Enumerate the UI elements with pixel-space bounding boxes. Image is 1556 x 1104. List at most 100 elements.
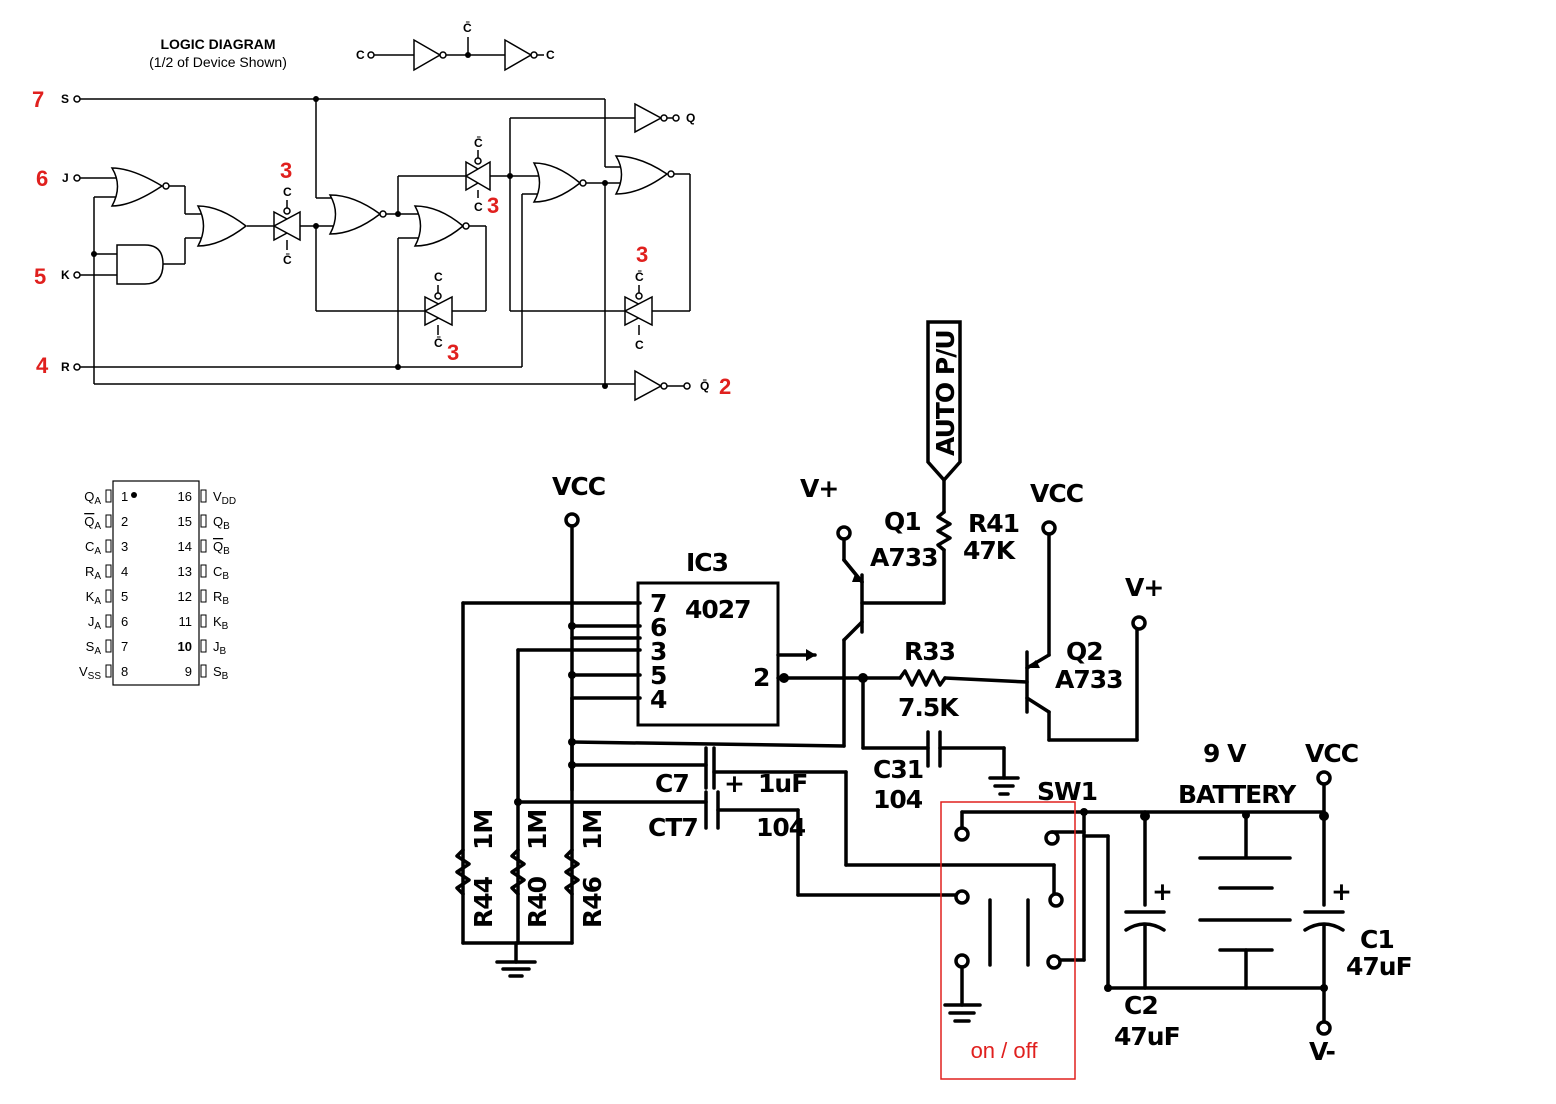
pin-lead-1 xyxy=(105,489,112,503)
pin-number-1: 1 xyxy=(121,489,128,504)
svg-text:C: C xyxy=(283,185,292,199)
pin-mark-7: 7 xyxy=(32,87,44,112)
r33-value: 7.5K xyxy=(898,693,960,722)
transmission-gate-2: C̄ C 3 xyxy=(464,136,499,218)
ic3-label: IC3 xyxy=(686,548,728,577)
pin-mark-3a: 3 xyxy=(280,158,292,183)
pin-sub: B xyxy=(222,621,229,632)
pin-name: Q xyxy=(84,489,94,504)
q2-label: Q2 xyxy=(1066,637,1103,666)
clock-buffer-chain: C C̄ C xyxy=(356,21,555,72)
svg-text:C̄: C̄ xyxy=(635,270,644,284)
c7-label: C7 xyxy=(655,769,689,798)
c2-label: C2 xyxy=(1124,991,1158,1020)
pin-label-12: RB xyxy=(213,589,229,607)
pin-number-3: 3 xyxy=(121,539,128,554)
pin-lead-15 xyxy=(200,514,207,528)
pin-name: Q xyxy=(213,514,223,529)
r46-value: 1M xyxy=(578,810,607,850)
and-gate-k xyxy=(116,244,164,285)
pin-sub: A xyxy=(94,621,101,632)
pin-label-1: QA xyxy=(84,489,101,507)
ic3-pin-4: 4 xyxy=(650,685,667,714)
pin-name: Q xyxy=(213,539,223,554)
pin-mark-6: 6 xyxy=(36,166,48,191)
output-q-label: Q xyxy=(686,111,695,125)
q1-part: A733 xyxy=(870,543,938,572)
pin-lead-14 xyxy=(200,539,207,553)
vplus2-label: V+ xyxy=(1125,573,1163,602)
c2-value: 47uF xyxy=(1114,1022,1180,1051)
pin-name: K xyxy=(213,614,222,629)
pin-label-7: SA xyxy=(86,639,102,657)
r44-value: 1M xyxy=(469,810,498,850)
q1-transistor: Q1 A733 xyxy=(842,507,939,642)
output-buffer-qbar: Q̄ 2 xyxy=(634,369,731,402)
pin-sub: A xyxy=(94,571,101,582)
pin-sub: DD xyxy=(222,496,236,507)
ic3-pin-5: 5 xyxy=(650,661,666,690)
on-off-label: on / off xyxy=(971,1038,1039,1063)
pin-label-11: KB xyxy=(213,614,229,632)
auto-pu-label: AUTO P/U xyxy=(931,330,960,456)
ct7-label: CT7 xyxy=(648,813,698,842)
svg-text:C̄: C̄ xyxy=(283,253,292,267)
pin-lead-12 xyxy=(200,589,207,603)
pin-label-15: QB xyxy=(213,514,230,532)
pin-sub: A xyxy=(94,546,101,557)
clock-out-label: C xyxy=(546,48,555,62)
logic-diagram: LOGIC DIAGRAM (1/2 of Device Shown) C C̄… xyxy=(32,21,731,402)
nor-gate-slave-b xyxy=(614,155,675,195)
output-buffer-q: Q xyxy=(634,102,695,134)
pin-number-6: 6 xyxy=(121,614,128,629)
vcc2-label: VCC xyxy=(1030,479,1083,508)
c31-value: 104 xyxy=(873,785,923,814)
pin-name: S xyxy=(213,664,222,679)
pin-label-5: KA xyxy=(86,589,102,607)
pin-name: K xyxy=(86,589,95,604)
pin-number-14: 14 xyxy=(178,539,192,554)
svg-text:C: C xyxy=(474,200,483,214)
auto-pu-probe: AUTO P/U xyxy=(926,320,962,514)
svg-text:C̄: C̄ xyxy=(434,336,443,350)
ic3-pin-3: 3 xyxy=(650,637,666,666)
nor-gate-master-a xyxy=(328,194,387,235)
pin-lead-6 xyxy=(105,614,112,628)
pin-lead-10 xyxy=(200,639,207,653)
pin-mark-4: 4 xyxy=(36,353,49,378)
pin-label-14: QB xyxy=(213,539,230,557)
pin-name: Q xyxy=(84,514,94,529)
battery-voltage: 9 V xyxy=(1203,739,1247,768)
on-off-highlight-box xyxy=(940,801,1076,1080)
pin-label-3: CA xyxy=(85,539,101,557)
pin-number-7: 7 xyxy=(121,639,128,654)
sw1-switch[interactable]: SW1 xyxy=(943,777,1147,1023)
battery-label: BATTERY xyxy=(1178,780,1297,809)
pin-sub: B xyxy=(220,646,227,657)
pin-mark-5: 5 xyxy=(34,264,46,289)
pin-number-4: 4 xyxy=(121,564,128,579)
nor-gate-j xyxy=(110,167,170,207)
c2-plus: + xyxy=(1152,877,1172,906)
transmission-gate-4: C̄ C 3 xyxy=(623,242,654,352)
pin-label-2: QA xyxy=(84,514,101,532)
pin-number-11: 11 xyxy=(179,614,193,629)
pin-sub: B xyxy=(222,671,229,682)
pin-sub: A xyxy=(94,496,101,507)
nor-gate-mid xyxy=(196,205,248,247)
input-k-label: K xyxy=(61,268,70,282)
vcc1-label: VCC xyxy=(552,472,605,501)
q1-label: Q1 xyxy=(884,507,921,536)
transmission-gate-1: C C̄ 3 xyxy=(272,158,302,267)
r44-label: R44 xyxy=(469,876,498,928)
pin-mark-3c: 3 xyxy=(447,340,459,365)
q2-transistor: Q2 A733 xyxy=(1025,637,1124,714)
q2-part: A733 xyxy=(1055,665,1123,694)
pin-number-2: 2 xyxy=(121,514,128,529)
pin-sub: B xyxy=(222,596,229,607)
clock-in-label: C xyxy=(356,48,365,62)
pin-number-13: 13 xyxy=(178,564,192,579)
pin-sub: A xyxy=(94,646,101,657)
